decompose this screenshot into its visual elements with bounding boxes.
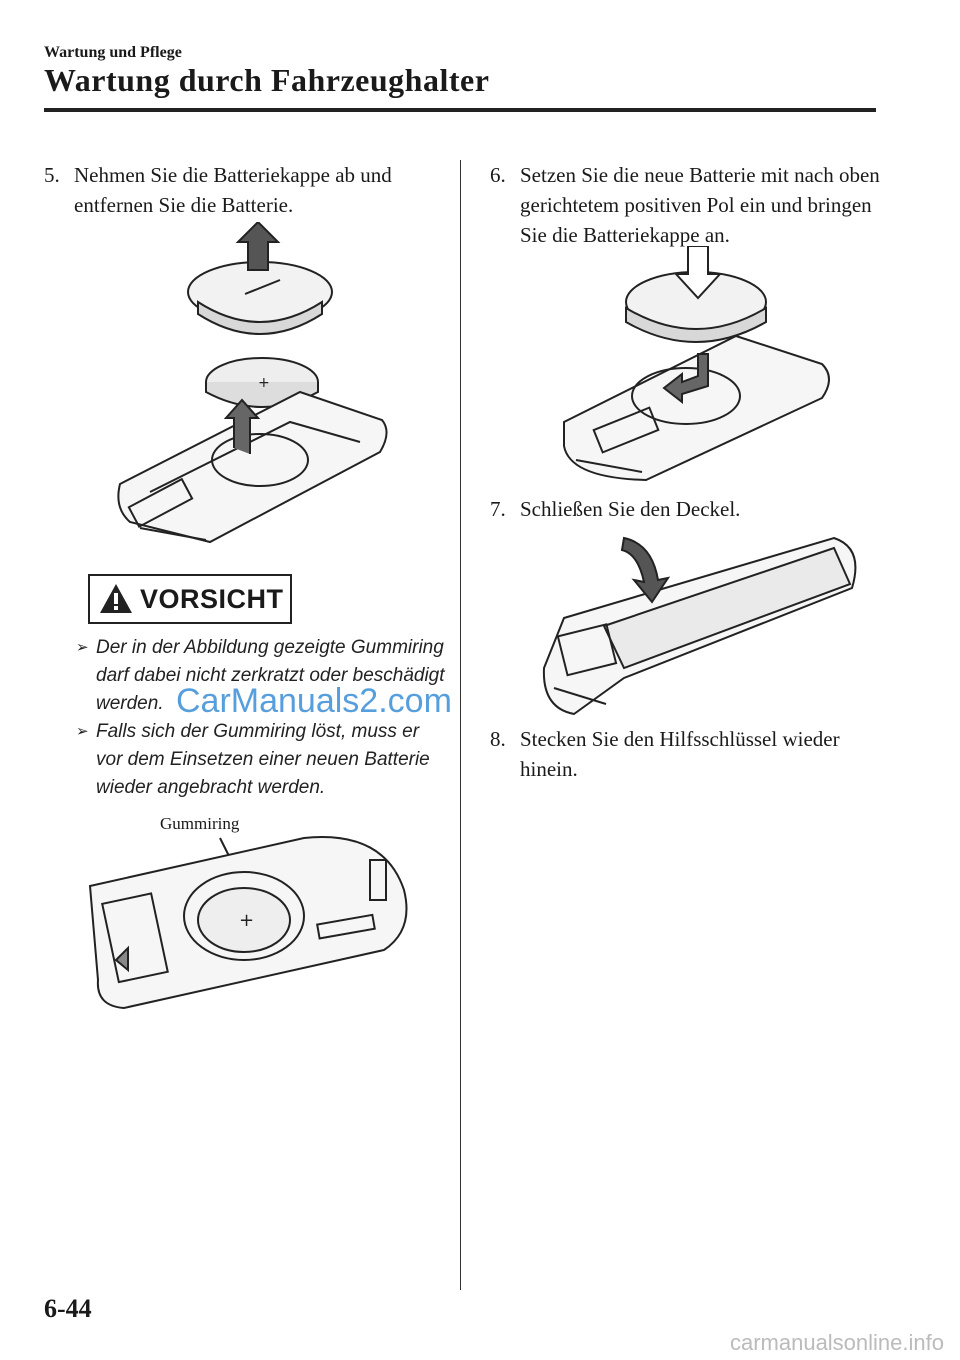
battery-removal-illustration: + — [117, 222, 388, 544]
watermark: CarManuals2.com — [176, 682, 452, 720]
step-8: 8. Stecken Sie den Hilfsschlüssel wieder… — [490, 724, 890, 784]
svg-text:+: + — [258, 375, 270, 391]
step-number: 5. — [44, 163, 60, 187]
step-number: 7. — [490, 497, 506, 521]
footer-link[interactable]: carmanualsonline.info — [729, 1330, 944, 1355]
step-5: 5. Nehmen Sie die Batteriekappe ab und e… — [44, 160, 444, 220]
page-number: 6-44 — [44, 1294, 92, 1323]
step-number: 6. — [490, 163, 506, 187]
caution-bullet: ➢ Der in der Abbildung gezeigte Gummirin… — [76, 634, 446, 718]
step-6: 6. Setzen Sie die neue Batterie mit nach… — [490, 160, 890, 250]
step-text: Setzen Sie die neue Batterie mit nach ob… — [520, 163, 880, 247]
bullet-arrow-icon: ➢ — [76, 639, 89, 656]
step-text: Nehmen Sie die Batteriekappe ab und entf… — [74, 163, 392, 217]
step-7: 7. Schließen Sie den Deckel. — [490, 494, 890, 524]
section-label: Wartung und Pflege — [44, 44, 182, 61]
title-rule — [44, 108, 876, 112]
figure-label: Gummiring — [160, 814, 240, 833]
caution-label: VORSICHT — [140, 583, 284, 614]
svg-text:+: + — [239, 910, 254, 931]
step-number: 8. — [490, 727, 506, 751]
bullet-arrow-icon: ➢ — [76, 723, 89, 740]
caution-box: VORSICHT — [88, 574, 292, 624]
page-title: Wartung durch Fahrzeughalter — [44, 62, 490, 98]
rubber-ring-illustration: + — [88, 836, 408, 1010]
step-text: Schließen Sie den Deckel. — [520, 497, 741, 521]
caution-bullets: ➢ Der in der Abbildung gezeigte Gummirin… — [76, 634, 446, 802]
battery-insertion-illustration — [563, 246, 830, 482]
warning-icon — [100, 584, 132, 613]
close-cover-illustration — [542, 536, 857, 716]
column-divider — [460, 160, 461, 1290]
caution-bullet: ➢ Falls sich der Gummiring löst, muss er… — [76, 718, 446, 802]
step-text: Stecken Sie den Hilfsschlüssel wieder hi… — [520, 727, 840, 781]
